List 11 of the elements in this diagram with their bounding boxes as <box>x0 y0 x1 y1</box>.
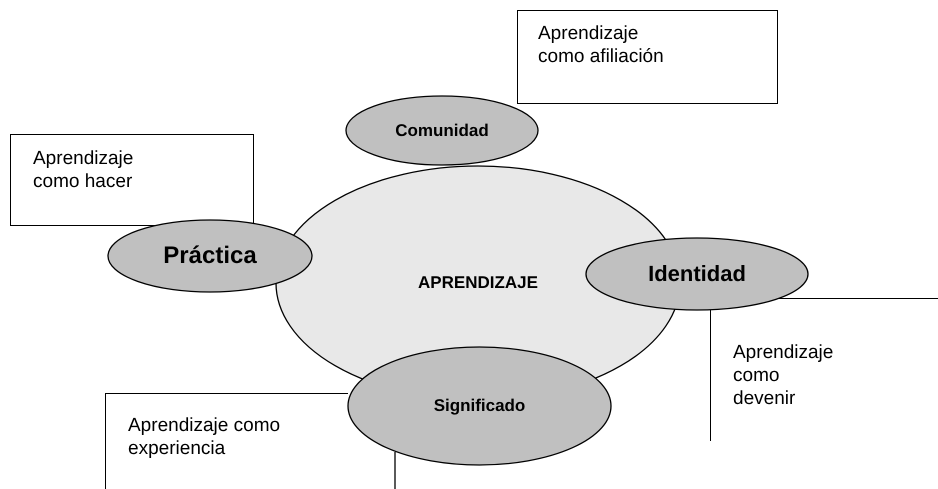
description-text: Aprendizaje como devenir <box>733 342 834 410</box>
concept-label: Identidad <box>647 261 747 287</box>
text-box <box>517 10 778 104</box>
description-text: Aprendizaje como experiencia <box>128 415 282 461</box>
concept-label: Comunidad <box>394 120 490 140</box>
description-text: Aprendizaje como afiliación <box>538 23 665 69</box>
text-box <box>710 298 938 441</box>
text-box <box>105 393 348 489</box>
concept-label: Significado <box>432 396 526 416</box>
concept-label: Práctica <box>162 242 258 270</box>
description-text: Aprendizaje como hacer <box>33 148 134 194</box>
